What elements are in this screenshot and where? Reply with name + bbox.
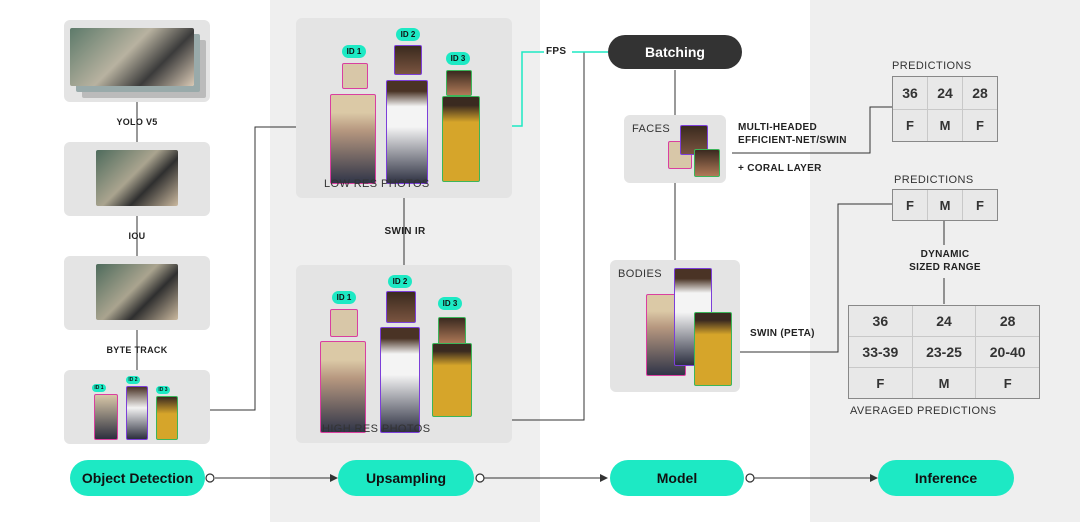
stage-upsampling[interactable]: Upsampling [338,460,474,496]
avg-range-2: 23-25 [912,337,976,367]
low-res-photos-box: ID 1 ID 2 ID 3 LOW RES PHOTOS [296,18,512,198]
tracked-person-3 [156,396,178,440]
high-res-face-2 [386,291,416,323]
faces-box: FACES [624,115,726,183]
high-res-body-3 [432,343,472,417]
bodies-crop-3 [694,312,732,386]
faces-model-line1: MULTI-HEADED [738,122,817,133]
low-res-id-3-tag: ID 3 [446,52,470,65]
detection-step-yolo: YOLO V5 [116,117,158,127]
range-label-line2: SIZED RANGE [909,262,981,273]
high-res-id-2-tag: ID 2 [388,275,412,288]
low-res-body-2 [386,80,428,184]
low-res-id-1-tag: ID 1 [342,45,366,58]
high-res-caption: HIGH RES PHOTOS [322,423,431,435]
detection-step-bytetrack: BYTE TRACK [106,345,168,355]
bodies-box: BODIES [610,260,740,392]
iou-frame-photo [96,150,178,206]
high-res-face-3 [438,317,466,345]
predictions-grid-2: F M F [892,189,998,221]
predictions-title-2: PREDICTIONS [894,174,974,186]
tracked-person-2 [126,386,148,440]
averaged-predictions-grid: 36 24 28 33-39 23-25 20-40 F M F [848,305,1040,399]
pred1-age-3: 28 [963,77,997,109]
pred2-gender-3: F [963,190,997,220]
pred2-gender-2: M [928,190,962,220]
high-res-body-1 [320,341,366,433]
faces-model-line3: + CORAL LAYER [738,163,822,174]
pred1-age-2: 24 [928,77,962,109]
tracked-id-1-tag: ID 1 [92,384,106,392]
avg-age-2: 24 [912,306,976,336]
tracked-id-2-tag: ID 2 [126,376,140,384]
high-res-photos-box: ID 1 ID 2 ID 3 HIGH RES PHOTOS [296,265,512,443]
stage-model[interactable]: Model [610,460,744,496]
range-label-line1: DYNAMIC [920,249,970,260]
high-res-id-1-tag: ID 1 [332,291,356,304]
avg-gender-1: F [849,368,912,398]
low-res-id-2-tag: ID 2 [396,28,420,41]
pred1-gender-3: F [963,109,997,141]
predictions-grid-1: 36 24 28 F M F [892,76,998,142]
avg-gender-2: M [912,368,976,398]
pred1-age-1: 36 [893,77,927,109]
low-res-body-3 [442,96,480,182]
avg-age-3: 28 [976,306,1039,336]
high-res-body-2 [380,327,420,433]
detection-step-iou: IOU [128,231,146,241]
low-res-face-3 [446,70,472,96]
low-res-face-2 [394,45,422,75]
upsampling-method-label: SWIN IR [384,226,426,237]
bodies-caption: BODIES [618,268,662,280]
iou-frame-box [64,142,210,216]
avg-age-1: 36 [849,306,912,336]
pred1-gender-1: F [893,109,927,141]
avg-gender-3: F [976,368,1039,398]
tracked-crops-box: ID 1 ID 2 ID 3 [64,370,210,444]
fps-label: FPS [546,46,567,57]
stage-object-detection[interactable]: Object Detection [70,460,205,496]
pred1-gender-2: M [928,109,962,141]
low-res-face-1 [342,63,368,89]
faces-crop-3 [694,149,720,177]
averaged-predictions-caption: AVERAGED PREDICTIONS [850,405,997,417]
bodies-model-label: SWIN (PETA) [750,328,815,339]
tracked-person-1 [94,394,118,440]
faces-model-line2: EFFICIENT-NET/SWIN [738,135,847,146]
faces-caption: FACES [632,123,671,135]
high-res-id-3-tag: ID 3 [438,297,462,310]
tracked-id-3-tag: ID 3 [156,386,170,394]
video-frames-box [64,20,210,102]
avg-range-3: 20-40 [976,337,1039,367]
batching-pill: Batching [608,35,742,69]
predictions-title-1: PREDICTIONS [892,60,972,72]
bytetrack-frame-photo [96,264,178,320]
avg-range-1: 33-39 [849,337,912,367]
stage-inference[interactable]: Inference [878,460,1014,496]
high-res-face-1 [330,309,358,337]
bytetrack-frame-box [64,256,210,330]
low-res-caption: LOW RES PHOTOS [324,178,430,190]
pred2-gender-1: F [893,190,927,220]
low-res-body-1 [330,94,376,184]
frame-stack-photo [70,28,194,86]
